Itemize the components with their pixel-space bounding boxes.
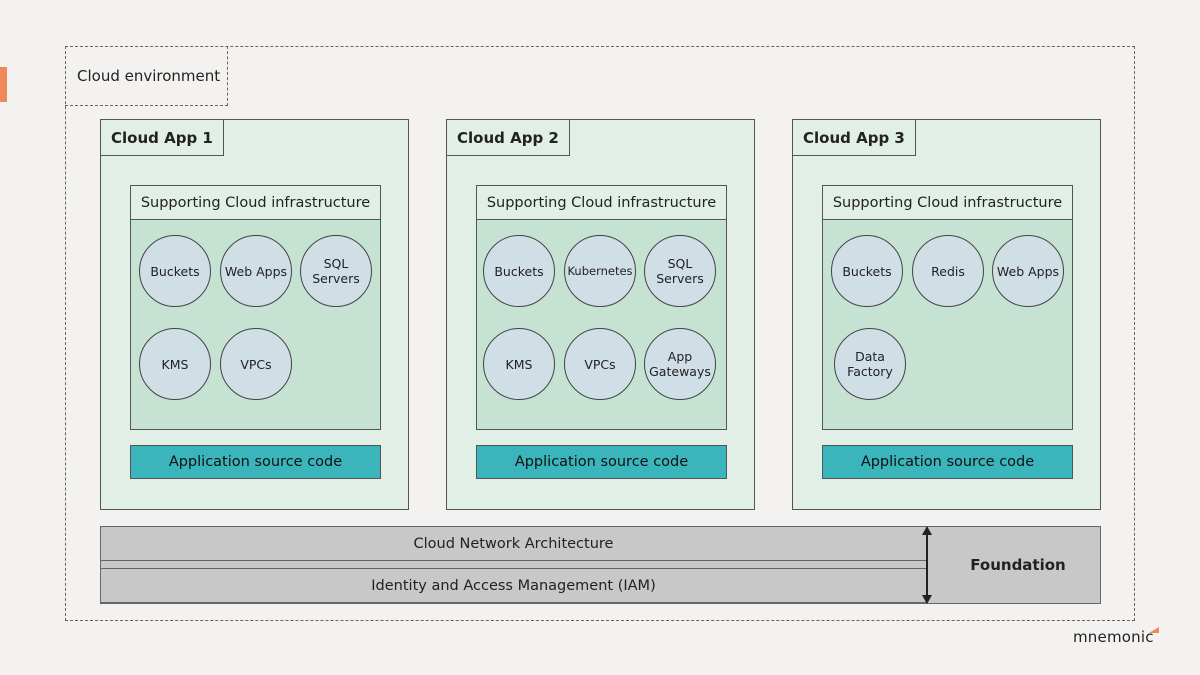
service-web-apps: Web Apps [992,235,1064,307]
service-web-apps: Web Apps [220,235,292,307]
service-kms: KMS [139,328,211,400]
service-sql-servers: SQL Servers [644,235,716,307]
cloud-app-3: Cloud App 3 Supporting Cloud infrastruct… [792,119,1101,510]
supporting-infrastructure: Supporting Cloud infrastructure Buckets … [130,185,381,430]
cloud-network-architecture: Cloud Network Architecture [100,526,927,561]
application-source-code: Application source code [130,445,381,479]
double-arrow-icon [922,526,932,604]
logo-accent-icon [1149,627,1159,633]
service-buckets: Buckets [139,235,211,307]
service-data-factory: Data Factory [834,328,906,400]
cloud-environment-label: Cloud environment [65,46,228,106]
foundation-label: Foundation [970,556,1066,574]
infrastructure-title: Supporting Cloud infrastructure [823,186,1072,220]
service-vpcs: VPCs [564,328,636,400]
service-kubernetes: Kubernetes [564,235,636,307]
service-redis: Redis [912,235,984,307]
service-buckets: Buckets [831,235,903,307]
service-sql-servers: SQL Servers [300,235,372,307]
infrastructure-title: Supporting Cloud infrastructure [477,186,726,220]
app-title: Cloud App 1 [100,119,224,156]
cloud-environment-frame [65,46,1135,621]
supporting-infrastructure: Supporting Cloud infrastructure Buckets … [476,185,727,430]
cloud-app-1: Cloud App 1 Supporting Cloud infrastruct… [100,119,409,510]
app-title: Cloud App 2 [446,119,570,156]
service-app-gateways: App Gateways [644,328,716,400]
supporting-infrastructure: Supporting Cloud infrastructure Buckets … [822,185,1073,430]
service-vpcs: VPCs [220,328,292,400]
application-source-code: Application source code [822,445,1073,479]
accent-tab [0,67,7,102]
cloud-app-2: Cloud App 2 Supporting Cloud infrastruct… [446,119,755,510]
infrastructure-title: Supporting Cloud infrastructure [131,186,380,220]
service-kms: KMS [483,328,555,400]
mnemonic-logo: mnemonic [1073,628,1154,646]
application-source-code: Application source code [476,445,727,479]
app-title: Cloud App 3 [792,119,916,156]
service-buckets: Buckets [483,235,555,307]
identity-access-management: Identity and Access Management (IAM) [100,568,927,603]
